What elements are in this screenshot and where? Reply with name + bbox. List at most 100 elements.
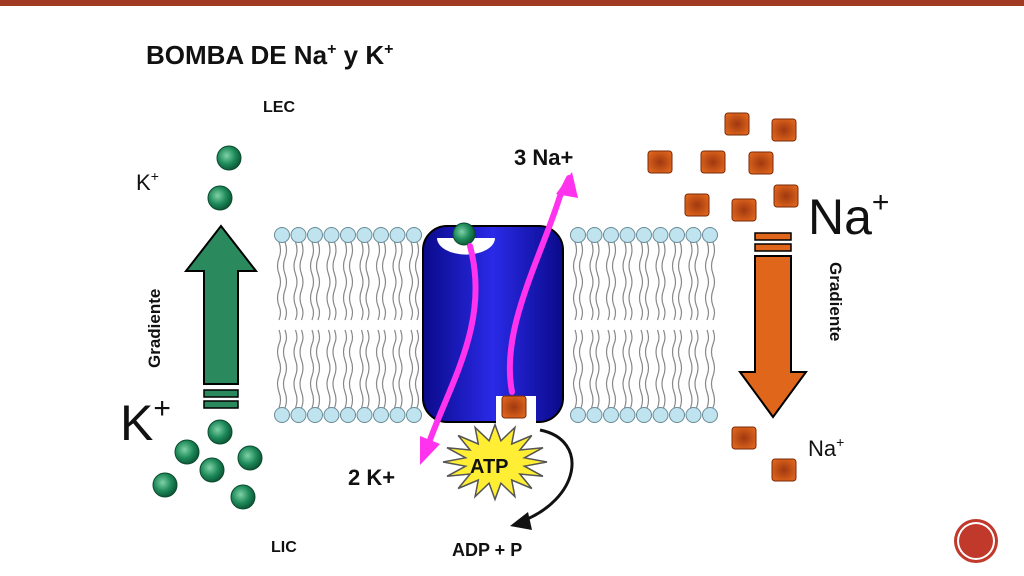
sodium-ion [731, 426, 757, 450]
page-number-badge [957, 522, 995, 560]
lipid-tail [572, 329, 578, 409]
lipid-tail [359, 241, 364, 321]
lipid-head [586, 227, 603, 243]
sodium-gradient-arrow [738, 232, 808, 419]
slide-title: BOMBA DE Na+ y K+ [146, 40, 393, 70]
lipid-head [652, 227, 669, 243]
lipid-head [702, 227, 718, 243]
lipid-tail [677, 329, 683, 409]
lipid-head [323, 227, 340, 243]
lipid-tail [710, 241, 716, 321]
lipid-tail [605, 241, 611, 321]
lipid-tail [348, 329, 354, 409]
lipid-head [356, 407, 373, 423]
lipid-tail [595, 329, 600, 409]
lipid-head [406, 407, 422, 423]
lipid-tail [293, 241, 298, 321]
sodium-ion [748, 151, 774, 175]
sodium-ion [700, 150, 726, 174]
sodium-ion [771, 118, 797, 142]
lipid-tail [595, 241, 600, 321]
sodium-ion [773, 184, 799, 208]
lipid-tail [365, 329, 370, 409]
lipid-tail [408, 329, 414, 409]
bound-sodium-ion [501, 395, 527, 419]
lipid-head [356, 227, 373, 243]
lipid-head [603, 407, 619, 423]
potassium-ion [174, 439, 200, 465]
lipid-head [290, 407, 307, 423]
lipid-tail [365, 241, 370, 321]
lipid-bilayer [274, 227, 718, 423]
lipid-tail [282, 241, 288, 321]
lipid-tail [605, 329, 611, 409]
lipid-tail [644, 241, 650, 321]
atp-burst: ATP [442, 422, 548, 502]
lipid-head [340, 227, 356, 243]
bound-potassium-ion [452, 222, 476, 246]
top-accent-rule [0, 0, 1024, 6]
potassium-inflow-arrow [427, 243, 479, 443]
lipid-head [373, 407, 389, 423]
lipid-head [389, 227, 406, 243]
sodium-label-large: Na+ [808, 186, 889, 245]
lipid-tail [381, 241, 387, 321]
lipid-tail [628, 241, 633, 321]
lipid-tail [622, 329, 627, 409]
lipid-tail [688, 329, 693, 409]
potassium-inflow-arrowhead [420, 436, 440, 465]
sodium-ion [647, 150, 673, 174]
lipid-head [570, 227, 586, 243]
lipid-tail [661, 329, 666, 409]
lipid-tail [622, 241, 627, 321]
potassium-ion [207, 419, 233, 445]
potassium-ion [230, 484, 256, 510]
sodium-ion [684, 193, 710, 217]
lipid-tail [299, 241, 304, 321]
lipid-tail [644, 329, 650, 409]
lipid-tail [309, 241, 315, 321]
lipid-tail [661, 241, 666, 321]
sodium-label-small: Na+ [808, 434, 844, 461]
sodium-outflow-arrow [506, 175, 572, 395]
lipid-tail [710, 329, 716, 409]
sodium-outflow-arrowhead [556, 172, 578, 198]
lipid-tail [348, 241, 354, 321]
lipid-head [685, 227, 702, 243]
lipid-tail [694, 329, 699, 409]
atp-hydrolysis-arrow [519, 428, 574, 524]
lipid-tail [655, 241, 660, 321]
lipid-tail [638, 241, 644, 321]
lipid-tail [611, 329, 617, 409]
lipid-tail [293, 329, 298, 409]
lipid-tail [309, 329, 315, 409]
lipid-tail [359, 329, 364, 409]
lipid-tail [398, 329, 403, 409]
lipid-tail [578, 329, 584, 409]
lipid-tail [375, 329, 381, 409]
two-potassium-label: 2 K+ [348, 465, 395, 490]
potassium-gradient-arrow [183, 224, 259, 409]
lipid-head [406, 227, 422, 243]
lipid-head [702, 407, 718, 423]
lipid-tail [655, 329, 660, 409]
lipid-head [323, 407, 340, 423]
lipid-head [586, 407, 603, 423]
lipid-head [307, 407, 323, 423]
lipid-tail [671, 241, 677, 321]
lipid-tail [332, 241, 337, 321]
lipid-tail [611, 241, 617, 321]
lipid-head [307, 227, 323, 243]
lipid-tail [704, 329, 710, 409]
potassium-ion [199, 457, 225, 483]
lipid-tail [342, 329, 348, 409]
lipid-head [274, 227, 290, 243]
lipid-tail [392, 329, 397, 409]
lipid-head [636, 407, 652, 423]
lic-label: LIC [271, 539, 297, 556]
lipid-tail [342, 241, 348, 321]
lipid-tail [638, 329, 644, 409]
atp-label: ATP [470, 456, 509, 478]
potassium-ion [207, 185, 233, 211]
gradient-label-right: Gradiente [826, 262, 845, 341]
